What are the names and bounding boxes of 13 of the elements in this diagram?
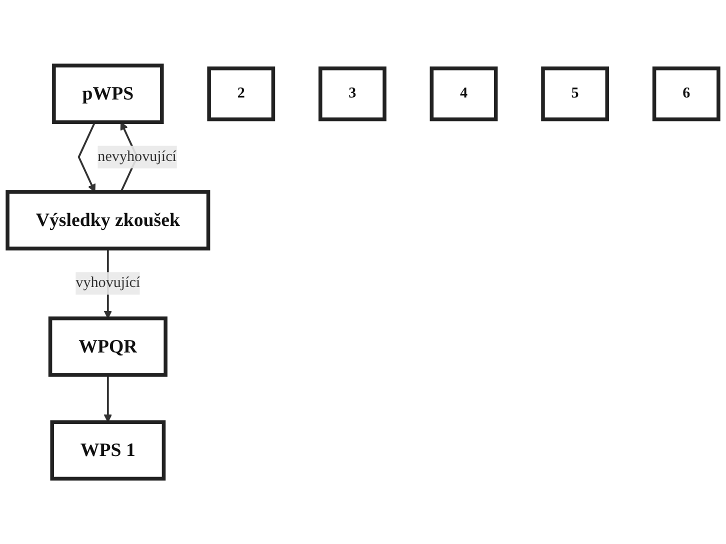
node-box: WPS 1 <box>50 420 166 480</box>
edge-label: vyhovující <box>76 274 140 291</box>
node-box: 6 <box>652 66 720 122</box>
edge-label: nevyhovující <box>98 148 176 164</box>
node-box: 3 <box>318 66 386 122</box>
node-box: Výsledky zkoušek <box>6 190 210 250</box>
arrow <box>78 122 96 192</box>
node-box: 5 <box>541 66 610 122</box>
node-box: pWPS <box>52 64 164 124</box>
arrow <box>104 374 112 422</box>
node-box: WPQR <box>48 316 168 377</box>
node-box: 4 <box>430 66 498 122</box>
node-box: 2 <box>207 66 276 122</box>
